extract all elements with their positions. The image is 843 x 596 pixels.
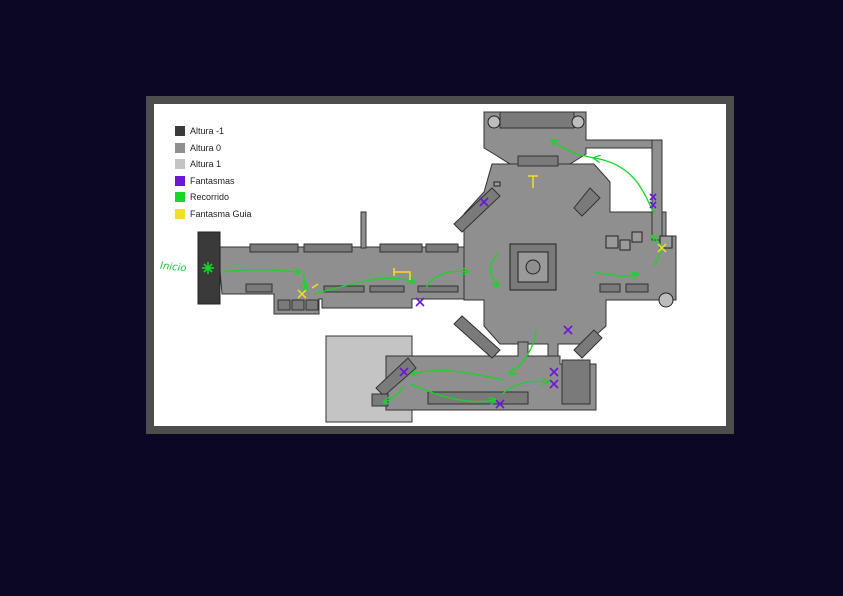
start-star-icon bbox=[202, 262, 214, 274]
ground-floor bbox=[217, 111, 677, 411]
ghost-x-icon bbox=[495, 399, 505, 409]
legend-label: Altura 1 bbox=[190, 159, 222, 169]
legend-swatch bbox=[175, 142, 185, 153]
right-room-furniture bbox=[493, 181, 673, 251]
guide-ghost-marker bbox=[528, 175, 538, 188]
route-segment bbox=[425, 271, 468, 289]
map-frame: Inicio Altura -1 Altura 0 Altura 1 Fanta… bbox=[146, 96, 734, 434]
guide-ghost-marker bbox=[311, 283, 319, 289]
guide-ghost-x-icon bbox=[297, 289, 307, 299]
guide-ghost-marker bbox=[393, 268, 411, 280]
legend-swatch bbox=[175, 208, 185, 219]
legend-item: Fantasmas bbox=[175, 173, 252, 189]
route-segment bbox=[489, 253, 499, 286]
legend-item: Recorrido bbox=[175, 189, 252, 205]
map-canvas: Inicio Altura -1 Altura 0 Altura 1 Fanta… bbox=[154, 104, 726, 426]
legend-label: Altura -1 bbox=[190, 126, 225, 136]
route-segment bbox=[409, 383, 496, 402]
ghost-markers bbox=[399, 193, 657, 409]
ghost-x-icon bbox=[649, 201, 657, 209]
ghost-x-icon bbox=[415, 297, 425, 307]
ghost-x-icon bbox=[549, 379, 559, 389]
route-segment bbox=[510, 329, 537, 374]
round-details bbox=[487, 115, 674, 308]
ghost-x-icon bbox=[399, 367, 409, 377]
legend-item: Altura -1 bbox=[175, 123, 252, 139]
floor-plan-map bbox=[197, 111, 677, 423]
legend-item: Altura 0 bbox=[175, 140, 252, 156]
legend-item: Altura 1 bbox=[175, 156, 252, 172]
legend-swatch bbox=[175, 175, 185, 186]
legend-swatch bbox=[175, 192, 185, 202]
route-segment bbox=[552, 140, 595, 159]
route-segment bbox=[384, 385, 405, 402]
legend-label: Fantasma Guia bbox=[190, 208, 252, 219]
guide-ghost-markers bbox=[297, 175, 667, 299]
ghost-x-icon bbox=[479, 197, 489, 207]
legend-item: Fantasma Guia bbox=[175, 206, 252, 222]
route-segment bbox=[304, 273, 306, 290]
ghost-x-icon bbox=[563, 325, 573, 335]
legend-swatch bbox=[175, 159, 185, 169]
legend-label: Recorrido bbox=[190, 192, 230, 202]
route-segment bbox=[313, 278, 414, 295]
ghost-x-icon bbox=[549, 367, 559, 377]
ghost-x-icon bbox=[649, 193, 657, 201]
route-segment bbox=[593, 271, 638, 276]
legend-label: Altura 0 bbox=[190, 142, 222, 153]
route-segment bbox=[501, 381, 548, 395]
legend-swatch bbox=[175, 126, 185, 136]
central-pillar bbox=[509, 243, 557, 291]
wall-details bbox=[245, 111, 649, 407]
route-segment bbox=[223, 270, 300, 272]
legend-label: Fantasmas bbox=[190, 175, 235, 186]
legend: Altura -1 Altura 0 Altura 1 Fantasmas Re… bbox=[175, 123, 252, 222]
route-segment bbox=[412, 371, 505, 381]
guide-ghost-x-icon bbox=[657, 243, 667, 253]
